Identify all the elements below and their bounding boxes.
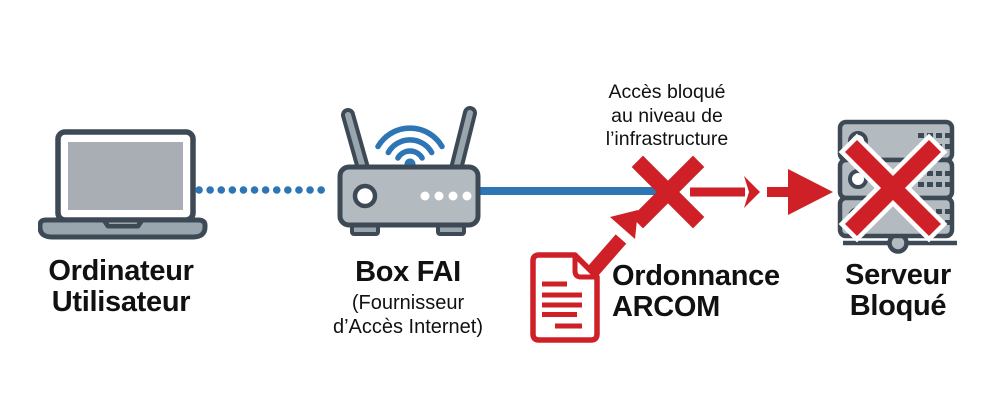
server-blocked-x-icon <box>838 133 948 243</box>
order-arrow-head <box>610 210 638 239</box>
server-label: Serveur Bloqué <box>798 260 998 322</box>
infrastructure-annotation: Accès bloqué au niveau de l’infrastructu… <box>567 81 767 152</box>
document-icon <box>530 252 600 343</box>
red-arrow-segment-2-shaft <box>767 187 791 197</box>
order-label-line2: ARCOM <box>612 291 721 323</box>
red-arrow-segment-2-head <box>788 169 833 215</box>
red-arrow-segment-1-shaft <box>690 187 745 197</box>
wifi-icon <box>375 125 445 170</box>
document-fold <box>572 257 595 280</box>
router-icon <box>337 106 481 236</box>
computer-label-line1: Ordinateur <box>48 255 194 287</box>
router-label: Box FAI (Fournisseur d’Accès Internet) <box>308 257 508 339</box>
router-led-ring <box>352 183 378 209</box>
order-label-line1: Ordonnance <box>612 260 780 292</box>
router-title: Box FAI <box>355 256 461 288</box>
computer-label-line2: Utilisateur <box>51 286 191 318</box>
laptop-base <box>38 217 208 240</box>
blocked-connection-x-icon <box>631 155 705 229</box>
laptop-screen <box>68 142 183 210</box>
router-subtitle-line2: d’Accès Internet) <box>332 316 484 338</box>
document-text-lines <box>542 281 582 329</box>
router-led-dots <box>420 191 472 201</box>
blue-link-icon <box>476 187 666 195</box>
annotation-line2: au niveau de <box>611 104 723 127</box>
annotation-line3: l’infrastructure <box>605 128 729 150</box>
server-label-line1: Serveur <box>845 259 951 291</box>
order-label: Ordonnance ARCOM <box>612 261 780 323</box>
red-arrow-icon <box>690 169 833 215</box>
router-body <box>337 164 481 228</box>
server-icon <box>837 119 957 254</box>
laptop-icon <box>38 129 208 240</box>
router-subtitle-line1: (Fournisseur <box>351 292 465 314</box>
computer-label: Ordinateur Utilisateur <box>21 256 221 318</box>
red-arrow-segment-1-head <box>744 176 760 208</box>
server-label-line2: Bloqué <box>849 290 947 322</box>
annotation-line1: Accès bloqué <box>608 81 726 103</box>
dotted-link-icon <box>195 186 335 194</box>
